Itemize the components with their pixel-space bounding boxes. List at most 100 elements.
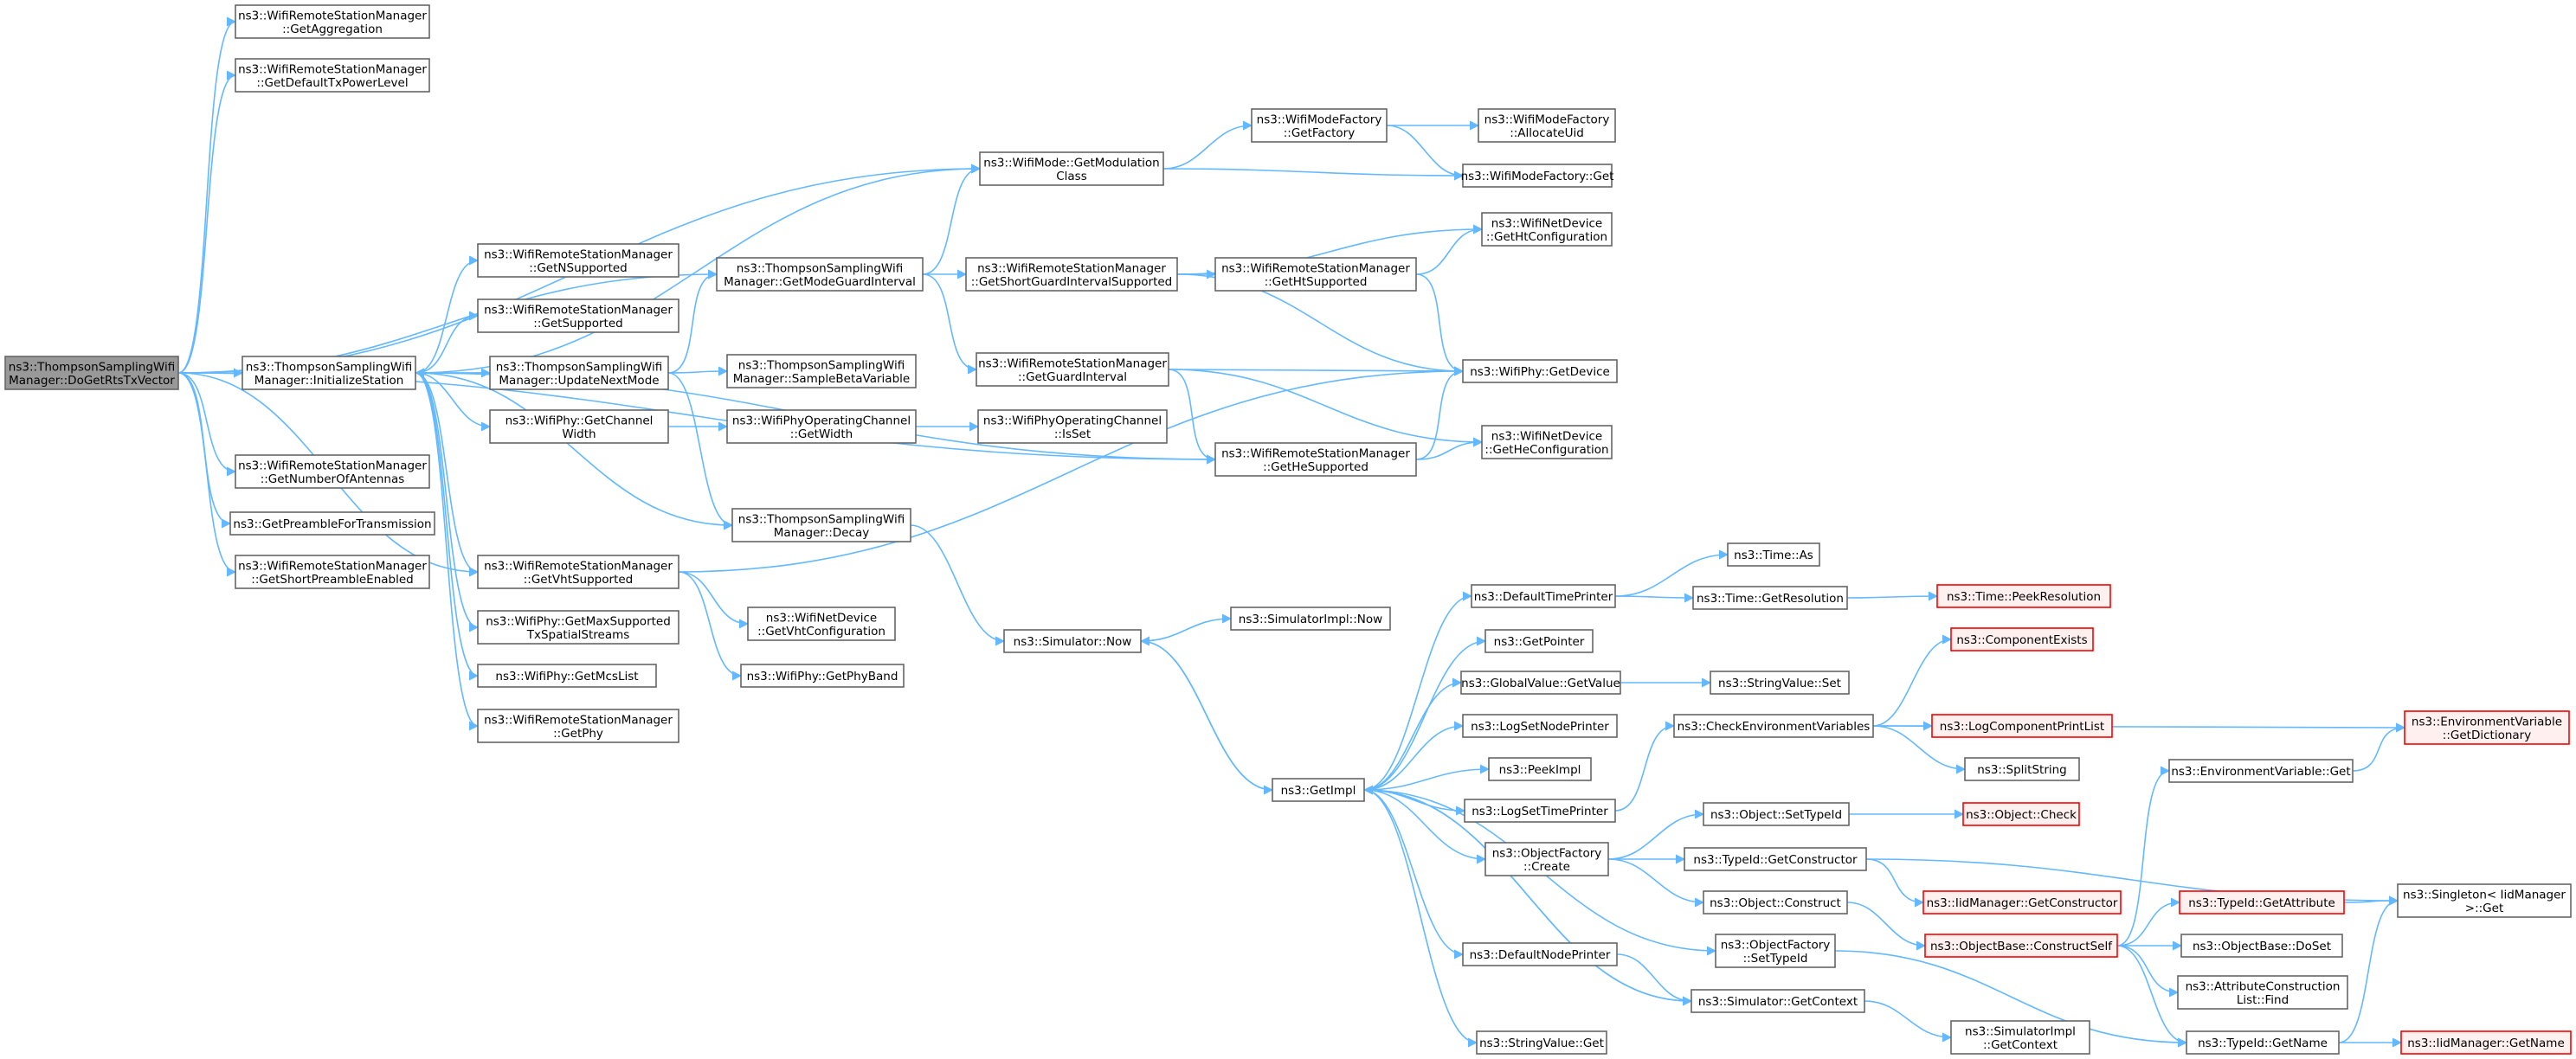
- node-box: [976, 352, 1169, 387]
- node-iidManagerGetName[interactable]: ns3::IidManager::GetName: [2400, 1030, 2572, 1055]
- node-objectCheck[interactable]: ns3::Object::Check: [1962, 802, 2080, 826]
- node-box: [726, 354, 917, 388]
- node-objectBaseDoSet[interactable]: ns3::ObjectBase::DoSet: [2180, 934, 2343, 958]
- node-typeIdGetName[interactable]: ns3::TypeId::GetName: [2186, 1030, 2340, 1055]
- node-getNumberOfAntennas[interactable]: ns3::WifiRemoteStationManager::GetNumber…: [235, 454, 430, 489]
- node-getHeConfiguration[interactable]: ns3::WifiNetDevice::GetHeConfiguration: [1481, 425, 1613, 459]
- node-label: ns3::WifiPhy::GetMaxSupported: [486, 614, 671, 628]
- node-logSetTimePrinter[interactable]: ns3::LogSetTimePrinter: [1464, 799, 1616, 823]
- node-getVhtSupported[interactable]: ns3::WifiRemoteStationManager::GetVhtSup…: [477, 555, 679, 589]
- node-box: [477, 298, 679, 333]
- node-getShortPreambleEnabled[interactable]: ns3::WifiRemoteStationManager::GetShortP…: [235, 555, 430, 589]
- edge-getImpl-to-logSetNodePrinter: [1363, 721, 1465, 791]
- node-channelIsSet[interactable]: ns3::WifiPhyOperatingChannel::IsSet: [977, 409, 1168, 444]
- edge-initializeStation-to-getChannelWidth: [415, 372, 492, 432]
- node-simulatorNow[interactable]: ns3::Simulator::Now: [1003, 629, 1142, 653]
- node-label: ns3::IidManager::GetConstructor: [1927, 896, 2118, 910]
- node-objectBaseConstructSelf[interactable]: ns3::ObjectBase::ConstructSelf: [1924, 934, 2118, 958]
- node-getAggregation[interactable]: ns3::WifiRemoteStationManager::GetAggreg…: [235, 4, 430, 39]
- node-environmentVariableGetDictionary[interactable]: ns3::EnvironmentVariable::GetDictionary: [2404, 710, 2570, 745]
- node-componentExists[interactable]: ns3::ComponentExists: [1950, 627, 2094, 651]
- node-objectFactorySetTypeId[interactable]: ns3::ObjectFactory::SetTypeId: [1715, 934, 1836, 968]
- node-objectFactoryCreate[interactable]: ns3::ObjectFactory::Create: [1484, 842, 1609, 876]
- node-updateNextMode[interactable]: ns3::ThompsonSamplingWifiManager::Update…: [489, 356, 669, 390]
- node-iidManagerGetConstructor[interactable]: ns3::IidManager::GetConstructor: [1922, 890, 2122, 915]
- edge-checkEnvironmentVariables-to-componentExists: [1872, 634, 1953, 727]
- node-getHtSupported[interactable]: ns3::WifiRemoteStationManager::GetHtSupp…: [1214, 257, 1417, 292]
- node-label: ns3::DefaultNodePrinter: [1470, 948, 1611, 962]
- node-logSetNodePrinter[interactable]: ns3::LogSetNodePrinter: [1462, 714, 1618, 738]
- node-objectSetTypeId[interactable]: ns3::Object::SetTypeId: [1703, 802, 1850, 826]
- node-label: ns3::GlobalValue::GetValue: [1461, 677, 1620, 690]
- node-getSupported[interactable]: ns3::WifiRemoteStationManager::GetSuppor…: [477, 298, 679, 333]
- node-logComponentPrintList[interactable]: ns3::LogComponentPrintList: [1931, 714, 2113, 738]
- edge-objectFactoryCreate-to-objectConstruct: [1607, 858, 1705, 908]
- node-timeAs[interactable]: ns3::Time::As: [1727, 542, 1820, 567]
- node-wifiModeFactoryGet[interactable]: ns3::WifiModeFactory::Get: [1461, 164, 1614, 188]
- node-simulatorImplGetContext[interactable]: ns3::SimulatorImpl::GetContext: [1950, 1020, 2090, 1055]
- node-sampleBetaVariable[interactable]: ns3::ThompsonSamplingWifiManager::Sample…: [726, 354, 917, 388]
- node-channelGetWidth[interactable]: ns3::WifiPhyOperatingChannel::GetWidth: [726, 409, 917, 444]
- node-box: [2404, 710, 2570, 745]
- node-getImpl[interactable]: ns3::GetImpl: [1272, 778, 1365, 802]
- node-initializeStation[interactable]: ns3::ThompsonSamplingWifiManager::Initia…: [242, 356, 416, 390]
- node-simulatorImplNow[interactable]: ns3::SimulatorImpl::Now: [1230, 607, 1391, 631]
- node-simulatorGetContext[interactable]: ns3::Simulator::GetContext: [1690, 989, 1865, 1013]
- node-typeIdGetAttribute[interactable]: ns3::TypeId::GetAttribute: [2179, 890, 2345, 915]
- node-getPhyBand[interactable]: ns3::WifiPhy::GetPhyBand: [740, 664, 905, 688]
- edge-initializeStation-to-getNSupported: [415, 255, 480, 374]
- node-defaultTimePrinter[interactable]: ns3::DefaultTimePrinter: [1471, 584, 1616, 608]
- edge-initializeStation-to-getSupported: [415, 311, 480, 374]
- node-getModeGuardInterval[interactable]: ns3::ThompsonSamplingWifiManager::GetMod…: [716, 257, 924, 292]
- node-getPointer[interactable]: ns3::GetPointer: [1484, 629, 1594, 653]
- node-label: ns3::WifiRemoteStationManager: [484, 559, 673, 573]
- node-typeIdGetConstructor[interactable]: ns3::TypeId::GetConstructor: [1684, 847, 1867, 871]
- node-splitString[interactable]: ns3::SplitString: [1964, 757, 2080, 781]
- node-label: ns3::PeekImpl: [1499, 763, 1581, 777]
- node-getDevice[interactable]: ns3::WifiPhy::GetDevice: [1462, 359, 1618, 383]
- node-singletonGet[interactable]: ns3::Singleton< IidManager>::Get: [2397, 883, 2572, 918]
- node-getNSupported[interactable]: ns3::WifiRemoteStationManager::GetNSuppo…: [477, 243, 679, 278]
- node-stringValueSet[interactable]: ns3::StringValue::Set: [1710, 671, 1850, 695]
- node-timePeekResolution[interactable]: ns3::Time::PeekResolution: [1936, 584, 2111, 608]
- node-timeGetResolution[interactable]: ns3::Time::GetResolution: [1692, 586, 1848, 610]
- node-getShortGuardIntervalSupported[interactable]: ns3::WifiRemoteStationManager::GetShortG…: [965, 257, 1178, 292]
- node-getHeSupported[interactable]: ns3::WifiRemoteStationManager::GetHeSupp…: [1214, 442, 1417, 477]
- node-label: ns3::WifiRemoteStationManager: [238, 559, 427, 573]
- node-getHtConfiguration[interactable]: ns3::WifiNetDevice::GetHtConfiguration: [1481, 212, 1613, 247]
- node-getPreambleForTransmission[interactable]: ns3::GetPreambleForTransmission: [229, 511, 435, 536]
- node-label: ns3::WifiPhy::GetDevice: [1470, 365, 1610, 379]
- node-getMaxSupportedTxSpatialStreams[interactable]: ns3::WifiPhy::GetMaxSupportedTxSpatialSt…: [477, 610, 679, 645]
- node-label: ns3::WifiRemoteStationManager: [978, 356, 1167, 370]
- node-getFactory[interactable]: ns3::WifiModeFactory::GetFactory: [1251, 108, 1388, 143]
- node-label: ns3::GetPreambleForTransmission: [233, 517, 431, 531]
- node-box: [1481, 425, 1613, 459]
- node-label: ns3::WifiRemoteStationManager: [238, 459, 427, 472]
- node-label: ::AllocateUid: [1510, 126, 1584, 140]
- node-box: [1476, 1030, 1607, 1055]
- node-checkEnvironmentVariables[interactable]: ns3::CheckEnvironmentVariables: [1673, 714, 1874, 738]
- node-environmentVariableGet[interactable]: ns3::EnvironmentVariable::Get: [2168, 759, 2354, 783]
- node-getVhtConfiguration[interactable]: ns3::WifiNetDevice::GetVhtConfiguration: [747, 607, 896, 641]
- node-defaultNodePrinter[interactable]: ns3::DefaultNodePrinter: [1462, 942, 1618, 966]
- edge-objectBaseConstructSelf-to-environmentVariableGet: [2116, 766, 2171, 947]
- edge-checkEnvironmentVariables-to-splitString: [1872, 725, 1967, 774]
- node-objectConstruct[interactable]: ns3::Object::Construct: [1703, 890, 1848, 915]
- node-globalValueGetValue[interactable]: ns3::GlobalValue::GetValue: [1460, 671, 1621, 695]
- node-box: [477, 709, 679, 743]
- node-peekImpl[interactable]: ns3::PeekImpl: [1488, 757, 1592, 781]
- node-root[interactable]: ns3::ThompsonSamplingWifiManager::DoGetR…: [4, 356, 179, 390]
- node-getPhy[interactable]: ns3::WifiRemoteStationManager::GetPhy: [477, 709, 679, 743]
- node-allocateUid[interactable]: ns3::WifiModeFactory::AllocateUid: [1478, 108, 1616, 143]
- edge-objectBaseConstructSelf-to-typeIdGetAttribute: [2116, 897, 2181, 947]
- node-box: [235, 454, 430, 489]
- node-getMcsList[interactable]: ns3::WifiPhy::GetMcsList: [477, 664, 657, 688]
- node-stringValueGet[interactable]: ns3::StringValue::Get: [1476, 1030, 1607, 1055]
- node-label: ::GetHtConfiguration: [1486, 230, 1607, 244]
- node-getGuardInterval[interactable]: ns3::WifiRemoteStationManager::GetGuardI…: [976, 352, 1169, 387]
- node-getDefaultTxPowerLevel[interactable]: ns3::WifiRemoteStationManager::GetDefaul…: [235, 58, 430, 93]
